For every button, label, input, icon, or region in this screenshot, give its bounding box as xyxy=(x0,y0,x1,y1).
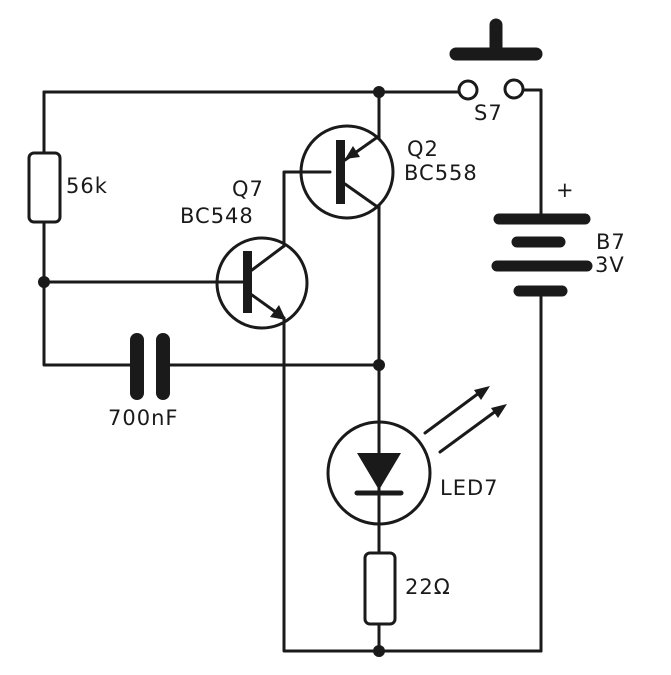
resistor-22ohm: 22Ω xyxy=(363,551,451,626)
resistor-body xyxy=(27,151,62,224)
light-arrow-icon xyxy=(423,388,485,435)
resistor-22ohm-label: 22Ω xyxy=(405,575,451,599)
transistor-collector-lead xyxy=(250,244,286,272)
led-envelope xyxy=(326,420,432,526)
junction-dot xyxy=(373,359,385,371)
junction-dot xyxy=(38,276,50,288)
led-label: LED7 xyxy=(440,476,499,500)
battery-ref-label: B7 xyxy=(596,230,626,254)
led1: LED7 xyxy=(326,386,507,526)
resistor-56k: 56k xyxy=(27,151,108,224)
switch-s1: S7 xyxy=(449,18,543,125)
junctions xyxy=(38,86,385,657)
q2-part-label: BC558 xyxy=(404,161,478,185)
resistor-56k-label: 56k xyxy=(66,174,108,198)
light-arrow-icon xyxy=(438,406,502,454)
emitter-arrow-icon xyxy=(270,305,286,320)
switch-contact xyxy=(457,79,479,101)
arrowhead xyxy=(474,386,490,400)
capacitor-label: 700nF xyxy=(108,406,178,430)
battery-b1: + B7 3V xyxy=(491,178,626,297)
junction-dot xyxy=(373,86,385,98)
q2-ref-label: Q2 xyxy=(407,137,439,161)
q1-part-label: BC548 xyxy=(180,204,254,228)
capacitor-100nf: 700nF xyxy=(108,333,178,430)
resistor-body xyxy=(363,551,397,626)
transistor-q2: Q2 BC558 xyxy=(299,124,478,220)
switch-label: S7 xyxy=(474,101,503,125)
diode-triangle-icon xyxy=(357,453,401,490)
wire-switch-battery xyxy=(518,88,543,220)
transistor-collector-lead xyxy=(343,182,381,210)
wire-q1-collector xyxy=(282,170,332,248)
wire-bottom-rail xyxy=(282,316,543,653)
transistor-q1: Q7 BC548 xyxy=(180,177,309,330)
q1-ref-label: Q7 xyxy=(232,177,264,201)
switch-contact xyxy=(503,78,525,100)
emitter-arrow-icon xyxy=(345,146,360,159)
arrowhead xyxy=(491,404,507,418)
wires xyxy=(42,88,543,653)
wire-left-lower xyxy=(42,220,132,367)
battery-plus-sign: + xyxy=(556,178,575,202)
transistor-base-bar xyxy=(243,251,252,313)
transistor-envelope xyxy=(299,124,395,220)
transistor-base-bar xyxy=(336,140,345,204)
transistor-envelope xyxy=(215,236,309,330)
battery-voltage-label: 3V xyxy=(595,253,625,277)
junction-dot xyxy=(373,645,385,657)
